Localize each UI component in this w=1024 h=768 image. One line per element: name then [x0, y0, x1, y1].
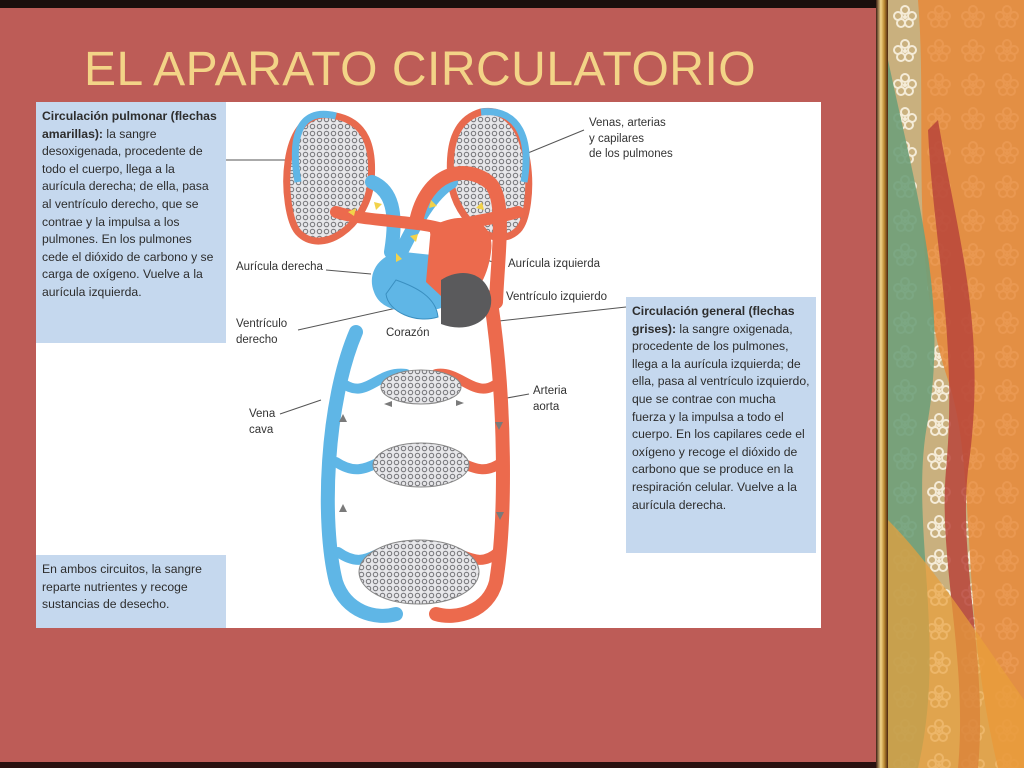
circulatory-diagram-figure: Circulación pulmonar (flechas amarillas)…	[36, 102, 821, 628]
lung-vessels-label: Venas, arterias y capilares de los pulmo…	[589, 117, 673, 160]
left-atrium-label: Aurícula izquierda	[508, 258, 601, 270]
general-text: la sangre oxigenada, procedente de los p…	[632, 321, 810, 512]
both-circuits-text: En ambos circuitos, la sangre reparte nu…	[42, 562, 202, 612]
gold-border-strip	[876, 0, 888, 768]
top-border	[0, 0, 880, 8]
capillary-beds	[358, 369, 480, 605]
heart	[371, 217, 492, 328]
pulmonary-text: la sangre desoxigenada, procedente de to…	[42, 126, 214, 299]
vena-cava-label: Vena cava	[249, 408, 276, 436]
both-circuits-box: En ambos circuitos, la sangre reparte nu…	[36, 555, 226, 628]
general-circulation-box: Circulación general (flechas grises): la…	[626, 297, 816, 553]
pulmonary-circulation-box: Circulación pulmonar (flechas amarillas)…	[36, 102, 226, 343]
aorta-label: Arteria aorta	[533, 385, 567, 413]
right-atrium-label: Aurícula derecha	[236, 261, 323, 273]
general-heading: Circulación general (flechas grises):	[632, 304, 795, 336]
right-ventricle-label: Ventrículo derecho	[236, 318, 288, 346]
floral-pattern-decoration	[888, 0, 1024, 768]
yellow-arrows	[348, 200, 484, 262]
pulmonary-heading: Circulación pulmonar (flechas amarillas)…	[42, 109, 217, 141]
left-ventricle-shape	[441, 273, 492, 328]
decorative-panel	[888, 0, 1024, 768]
gray-arrows	[339, 400, 504, 520]
left-ventricle-label: Ventrículo izquierdo	[506, 291, 608, 303]
heart-label: Corazón	[386, 327, 430, 339]
slide-title: EL APARATO CIRCULATORIO	[84, 43, 757, 96]
circulation-illustration	[226, 108, 627, 623]
